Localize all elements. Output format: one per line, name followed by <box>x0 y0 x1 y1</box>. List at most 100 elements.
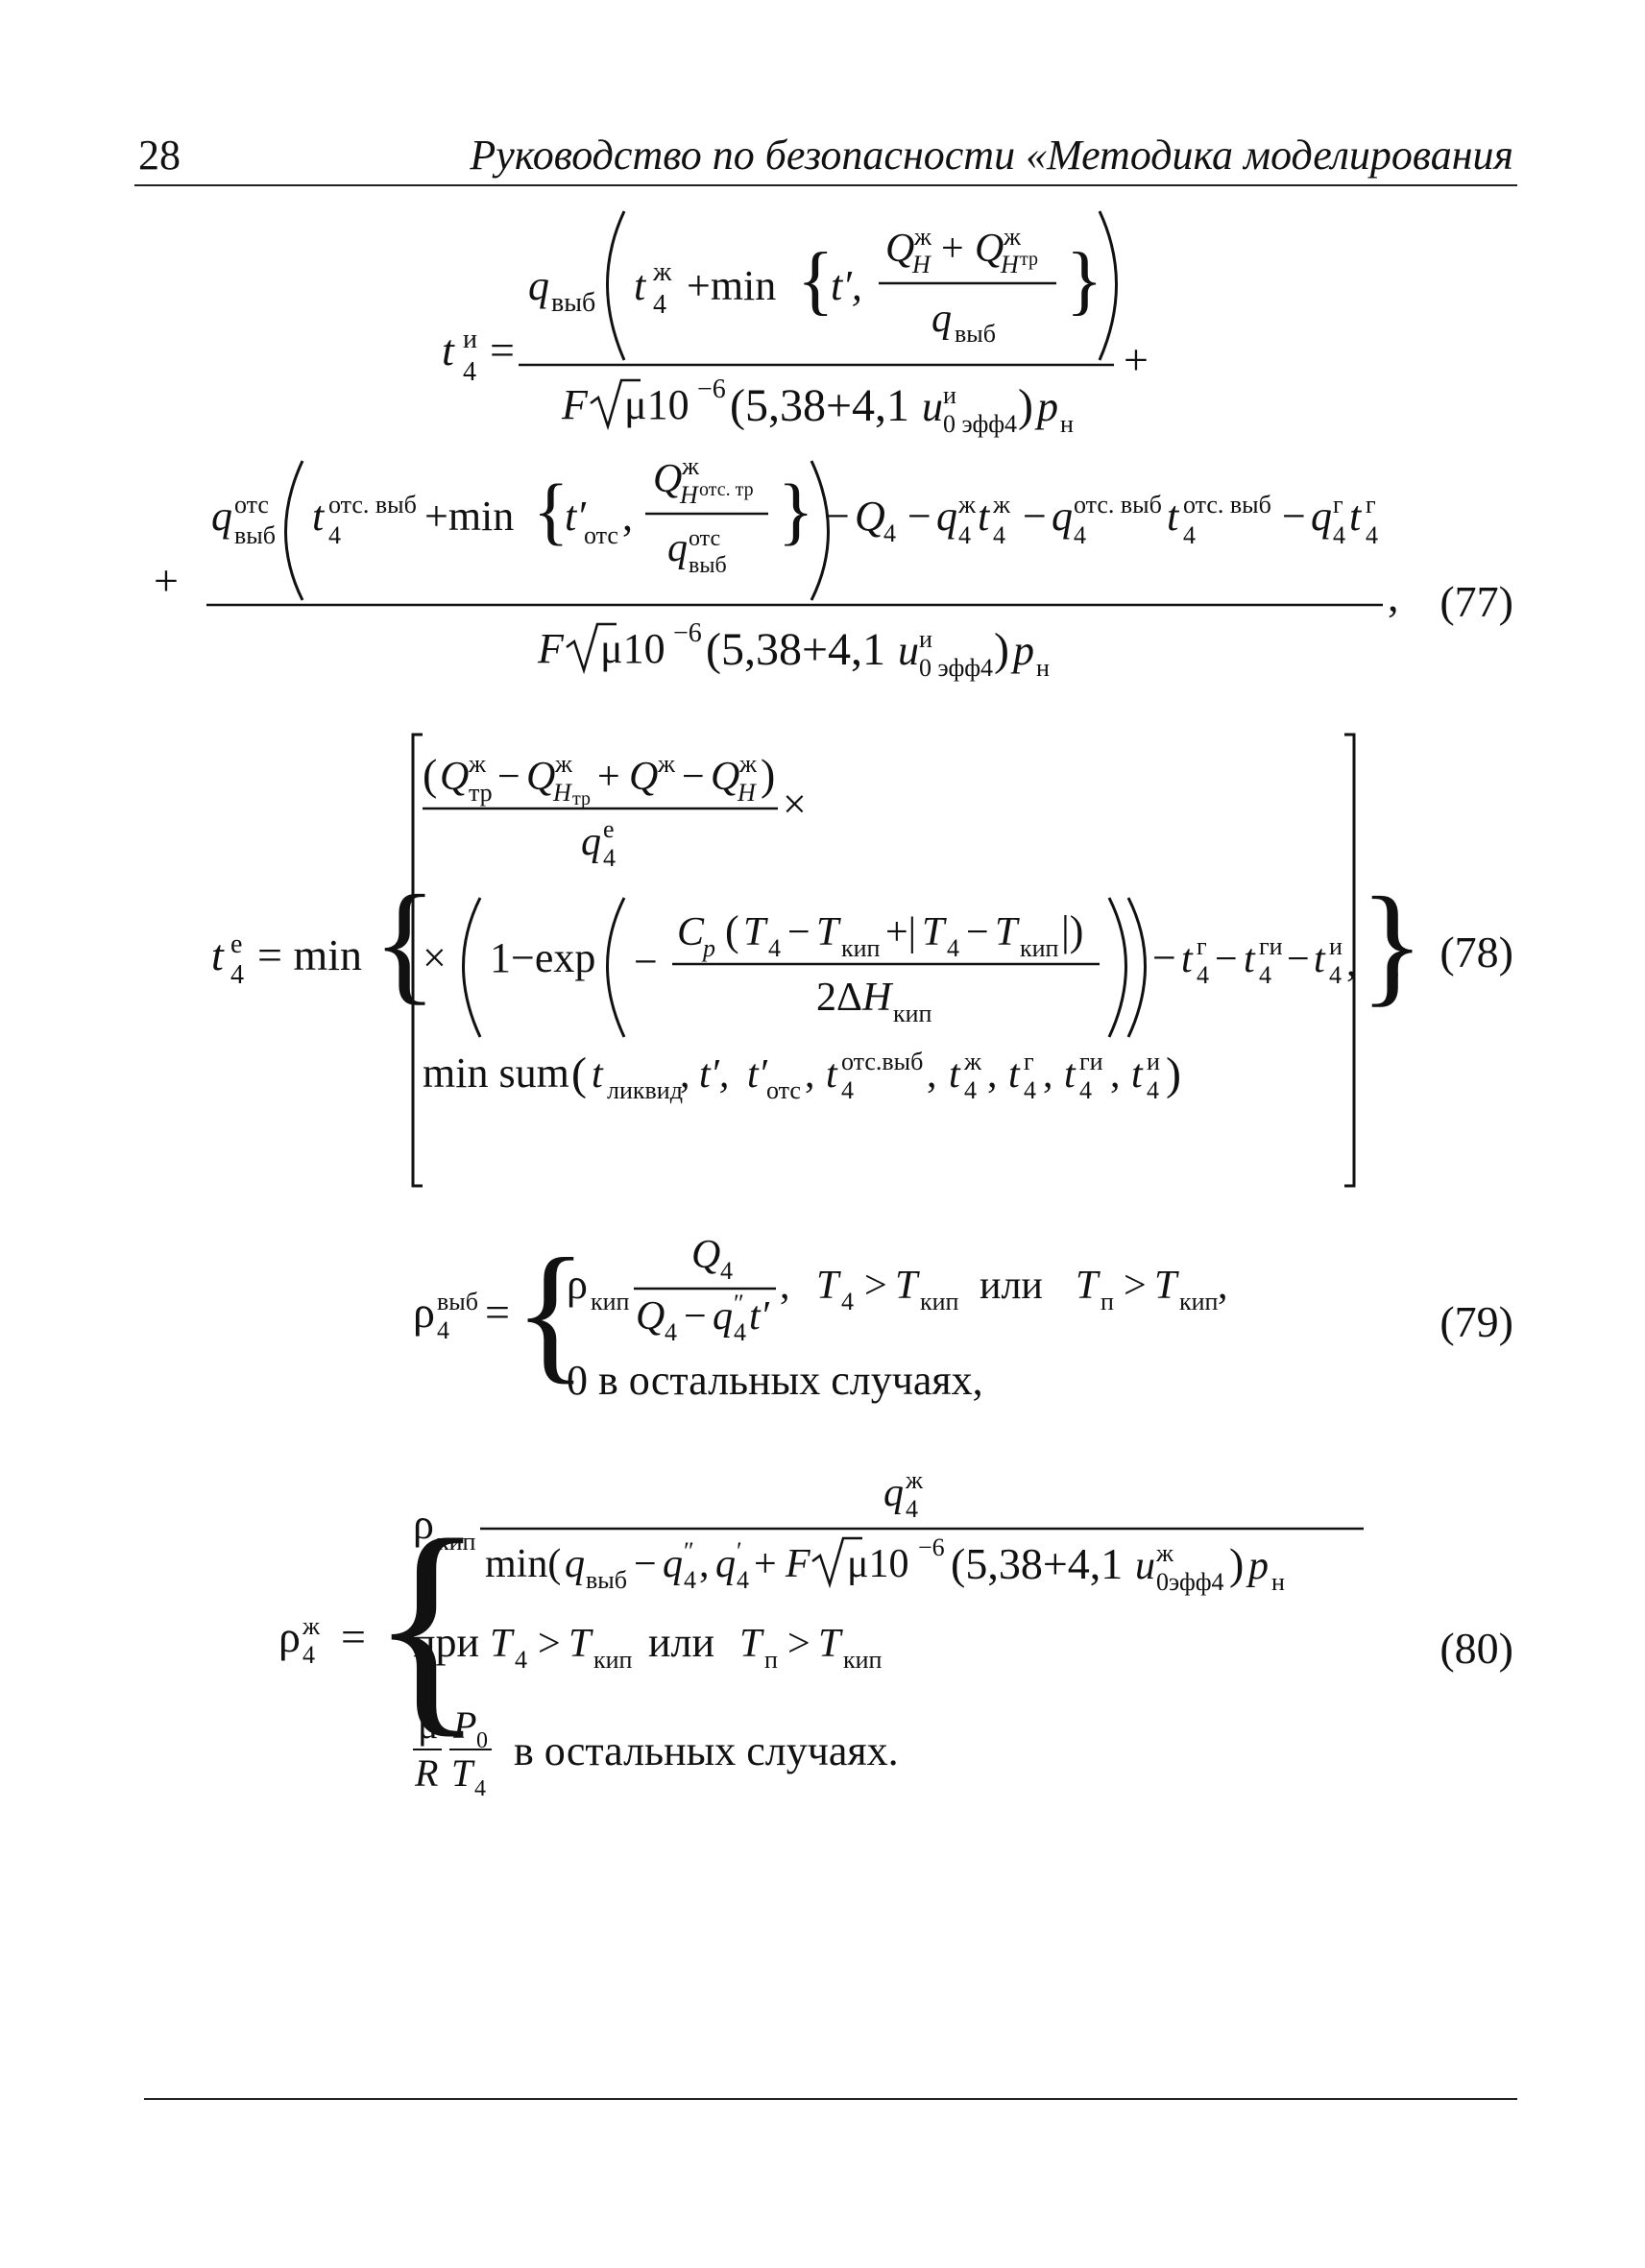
svg-text:отс. выб: отс. выб <box>328 491 417 519</box>
svg-text:Q: Q <box>636 1294 665 1339</box>
svg-text:t: t <box>592 1052 604 1097</box>
equation-77-graphic: t и 4 = q выб t ж 4 +min { t′, Q ж H + Q… <box>154 210 1399 682</box>
svg-text:н: н <box>1036 654 1050 682</box>
svg-text:T: T <box>995 910 1020 954</box>
svg-text:е: е <box>230 929 242 959</box>
svg-text:−6: −6 <box>918 1533 945 1561</box>
svg-text:,: , <box>1043 1052 1053 1097</box>
svg-text:t: t <box>211 930 225 979</box>
equation-79: ρ выб 4 = { ρ кип Q 4 Q 4 − q ″ 4 t′ , T… <box>154 1229 1517 1421</box>
svg-text:выб: выб <box>689 553 727 578</box>
svg-text:4: 4 <box>883 519 896 547</box>
equation-number: (78) <box>1439 928 1513 977</box>
svg-text:4: 4 <box>947 934 959 962</box>
equation-78-graphic: t е 4 = min { ( Q ж тр − Q ж H тр + Q ж … <box>211 733 1424 1188</box>
svg-text:4: 4 <box>958 521 971 549</box>
svg-text:q: q <box>528 262 549 309</box>
svg-text:): ) <box>1018 380 1033 431</box>
svg-text:отс.выб: отс.выб <box>841 1048 923 1075</box>
svg-text:F: F <box>561 381 589 428</box>
svg-text:″: ″ <box>684 1537 694 1565</box>
svg-text:T: T <box>922 910 947 954</box>
equation-79-graphic: ρ выб 4 = { ρ кип Q 4 Q 4 − q ″ 4 t′ , T… <box>413 1229 1228 1404</box>
svg-text:t: t <box>1244 937 1256 981</box>
svg-text:ликвид: ликвид <box>607 1076 683 1104</box>
svg-text:,: , <box>927 1052 937 1097</box>
svg-text:отс. тр: отс. тр <box>699 479 754 500</box>
svg-text:н: н <box>1271 1568 1285 1596</box>
svg-text:+|: +| <box>885 910 916 954</box>
svg-text:,: , <box>987 1052 998 1097</box>
svg-text:выб: выб <box>586 1566 627 1594</box>
svg-text:t: t <box>1131 1052 1144 1097</box>
svg-text:): ) <box>761 750 775 799</box>
svg-text:p: p <box>701 934 715 962</box>
svg-text:−: − <box>497 755 520 799</box>
svg-text:кип: кип <box>843 1646 883 1674</box>
svg-text:ж: ж <box>681 452 700 480</box>
svg-text:F: F <box>537 625 565 672</box>
svg-text:кип: кип <box>1020 934 1059 962</box>
svg-text:q: q <box>581 820 601 864</box>
svg-text:t: t <box>1167 493 1180 540</box>
svg-text:T: T <box>490 1622 515 1666</box>
svg-text:ж: ж <box>963 1048 982 1075</box>
equation-number: (80) <box>1439 1624 1513 1673</box>
svg-text:,: , <box>622 493 633 540</box>
equation-77: t и 4 = q выб t ж 4 +min { t′, Q ж H + Q… <box>154 192 1517 691</box>
svg-text:u: u <box>898 627 919 674</box>
svg-text:−: − <box>966 910 989 954</box>
svg-text:=: = <box>341 1612 366 1661</box>
svg-text:отс: отс <box>234 491 269 519</box>
svg-text:= min: = min <box>257 930 362 979</box>
svg-text:T: T <box>1076 1264 1101 1308</box>
svg-text:+: + <box>754 1542 777 1586</box>
svg-text:t′: t′ <box>749 1294 770 1339</box>
svg-text:(5,38+4,1: (5,38+4,1 <box>706 624 885 675</box>
svg-text:}: } <box>1066 238 1102 323</box>
svg-text:4: 4 <box>841 1288 854 1315</box>
svg-text:=: = <box>485 1288 510 1337</box>
svg-text:отс: отс <box>766 1076 801 1104</box>
svg-text:R: R <box>414 1751 438 1795</box>
svg-text:{: { <box>370 1491 485 1757</box>
svg-text:4: 4 <box>328 521 341 549</box>
svg-text:t: t <box>949 1052 961 1097</box>
svg-text:тр: тр <box>469 779 493 807</box>
svg-text:−: − <box>634 938 658 985</box>
svg-text:ρ: ρ <box>413 1288 435 1337</box>
svg-text:4: 4 <box>230 960 244 990</box>
svg-text:4: 4 <box>437 1316 449 1344</box>
svg-text:отс. выб: отс. выб <box>1074 491 1162 519</box>
svg-text:4: 4 <box>1333 521 1345 549</box>
svg-text:кип: кип <box>437 1528 476 1556</box>
svg-text:н: н <box>1060 410 1074 438</box>
svg-text:4: 4 <box>906 1495 918 1523</box>
svg-text:T: T <box>818 1622 843 1666</box>
svg-text:q: q <box>1311 493 1332 540</box>
svg-text:+: + <box>1124 335 1149 384</box>
svg-text:−: − <box>1282 493 1306 540</box>
svg-text:T: T <box>816 910 841 954</box>
svg-text:t: t <box>442 326 455 374</box>
svg-text:ги: ги <box>1079 1048 1103 1075</box>
svg-text:Q: Q <box>526 755 555 799</box>
svg-text:P: P <box>452 1703 476 1747</box>
svg-text:−: − <box>826 493 850 540</box>
svg-text:−6: −6 <box>697 374 726 404</box>
svg-text:4: 4 <box>653 290 666 320</box>
svg-text:4: 4 <box>1074 521 1086 549</box>
svg-text:H: H <box>861 976 894 1020</box>
svg-text:×: × <box>423 934 447 981</box>
svg-text:t′: t′ <box>747 1052 768 1097</box>
svg-text:u: u <box>922 383 943 430</box>
svg-text:4: 4 <box>1329 961 1342 989</box>
svg-text:{: { <box>514 1229 588 1397</box>
svg-text:t: t <box>312 493 326 540</box>
svg-text:−: − <box>1023 493 1047 540</box>
svg-text:T: T <box>816 1264 841 1308</box>
svg-text:H: H <box>1000 251 1020 278</box>
svg-text:>: > <box>1124 1264 1147 1308</box>
svg-text:ж: ж <box>913 223 932 251</box>
